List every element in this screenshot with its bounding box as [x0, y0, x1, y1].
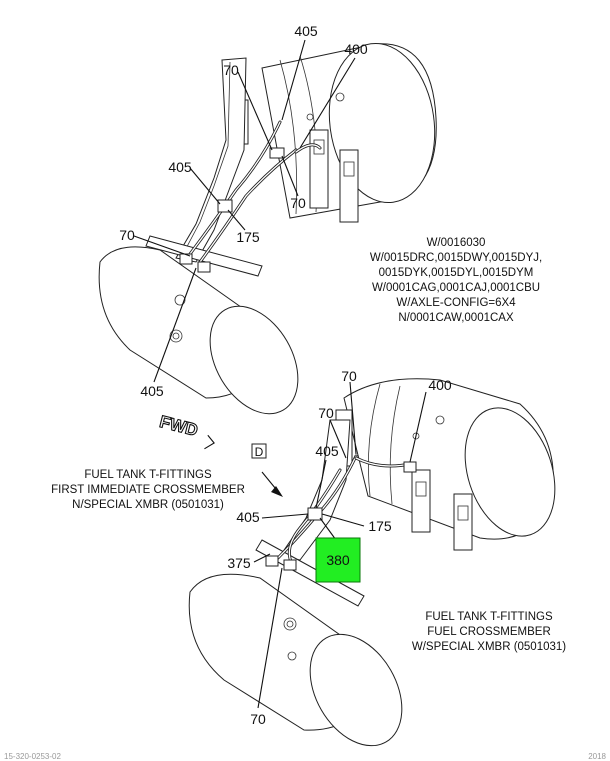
first-crossmember-note-line: FIRST IMMEDIATE CROSSMEMBER [51, 484, 245, 496]
config-note: W/0016030 W/0015DRC,0015DWY,0015DYJ, 001… [370, 237, 542, 324]
highlighted-part-380[interactable]: 380 [315, 537, 361, 583]
first-crossmember-note-line: N/SPECIAL XMBR (0501031) [72, 499, 224, 511]
fuel-crossmember-note-line: FUEL TANK T-FITTINGS [425, 611, 553, 623]
footer-right: 2018 [588, 752, 606, 761]
fuel-crossmember-note-line: FUEL CROSSMEMBER [427, 626, 551, 638]
callout-70: 70 [290, 195, 306, 211]
footer-left: 15-320-0253-02 [4, 752, 61, 761]
callout-405: 405 [140, 383, 164, 399]
bottom-front-fuel-tank [188, 573, 403, 747]
highlight-box[interactable] [315, 537, 361, 583]
first-crossmember-note: FUEL TANK T-FITTINGS FIRST IMMEDIATE CRO… [51, 469, 245, 511]
bottom-frame-rail [255, 419, 365, 607]
callout-70: 70 [341, 368, 357, 384]
callout-70: 70 [250, 711, 266, 727]
config-note-line: N/0001CAW,0001CAX [398, 312, 514, 324]
top-assembly: 405 400 70 405 70 175 70 405 [98, 23, 437, 415]
bottom-callouts: 70 400 70 405 405 175 375 70 [227, 368, 452, 727]
callout-405: 405 [236, 509, 260, 525]
bottom-rear-fuel-tank [343, 378, 556, 540]
bottom-leader-lines [253, 381, 427, 709]
view-marker-d: D [251, 443, 283, 497]
callout-400: 400 [428, 377, 452, 393]
config-note-line: W/AXLE-CONFIG=6X4 [396, 297, 516, 309]
forward-direction-arrow: FWD [157, 412, 215, 450]
config-note-line: 0015DYK,0015DYL,0015DYM [379, 267, 534, 279]
callout-400: 400 [344, 41, 368, 57]
fuel-crossmember-note: FUEL TANK T-FITTINGS FUEL CROSSMEMBER W/… [412, 611, 566, 653]
top-front-fuel-tank [98, 246, 299, 415]
fuel-crossmember-note-line: W/SPECIAL XMBR (0501031) [412, 641, 566, 653]
callout-405: 405 [168, 159, 192, 175]
config-note-line: W/0001CAG,0001CAJ,0001CBU [372, 282, 540, 294]
callout-405: 405 [315, 443, 339, 459]
callout-405: 405 [294, 23, 318, 39]
callout-380[interactable]: 380 [326, 552, 350, 568]
first-crossmember-note-line: FUEL TANK T-FITTINGS [84, 469, 212, 481]
config-note-line: W/0016030 [427, 237, 486, 249]
top-leader-lines [133, 39, 356, 383]
fwd-label: FWD [158, 412, 200, 440]
view-marker-label: D [255, 445, 264, 459]
bottom-t-fittings [265, 461, 417, 571]
callout-175: 175 [368, 518, 392, 534]
config-note-line: W/0015DRC,0015DWY,0015DYJ, [370, 252, 542, 264]
footer: 15-320-0253-02 2018 [4, 752, 607, 761]
callout-70: 70 [223, 62, 239, 78]
top-callouts: 405 400 70 405 70 175 70 405 [119, 23, 368, 399]
bottom-assembly: 70 400 70 405 405 175 375 70 380 [188, 368, 556, 747]
callout-70: 70 [119, 227, 135, 243]
callout-175: 175 [236, 229, 260, 245]
callout-375: 375 [227, 555, 251, 571]
top-t-fittings [179, 147, 285, 273]
callout-70: 70 [318, 405, 334, 421]
